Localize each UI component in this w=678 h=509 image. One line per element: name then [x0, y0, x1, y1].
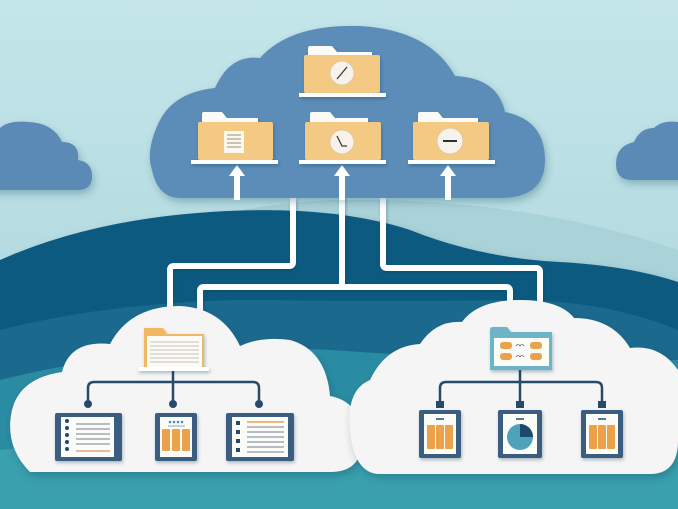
connector-right-outer: [380, 198, 543, 330]
bar-chart-document: [581, 410, 623, 458]
folder-left: [191, 112, 278, 164]
arrow-up-icon: [229, 165, 245, 200]
connector-center-left: [197, 284, 342, 330]
left-cloud-folder: [138, 328, 209, 371]
scribble-mark: [515, 344, 525, 358]
connector-left-outer: [167, 198, 296, 330]
connector-center-right: [342, 284, 513, 330]
clock-badge-icon: [329, 60, 355, 86]
arrow-up-icon: [440, 165, 456, 200]
bar-chart-document: [155, 413, 197, 461]
upload-arrows: [229, 165, 456, 200]
bar-chart-document: [419, 410, 461, 458]
top-connectors: [167, 170, 543, 330]
folder-right: [408, 112, 495, 164]
right-tree-connectors: [438, 370, 604, 404]
left-side-cloud: [0, 121, 92, 190]
folder-top: [299, 46, 386, 97]
pie-slice-small: [520, 424, 533, 437]
folder-center: [299, 112, 386, 164]
arrow-up-icon: [334, 165, 350, 200]
right-tree-plugs: [436, 401, 606, 408]
right-side-cloud: [616, 121, 678, 180]
left-tree-nodes: [84, 400, 263, 408]
pie-chart-document: [498, 410, 542, 458]
data-folder: [490, 327, 552, 370]
clock-badge-icon: [329, 129, 355, 155]
document-badge-icon: [224, 131, 244, 153]
list-document: [226, 413, 294, 461]
checklist-document: [55, 413, 122, 461]
minus-badge-icon: [436, 127, 464, 155]
